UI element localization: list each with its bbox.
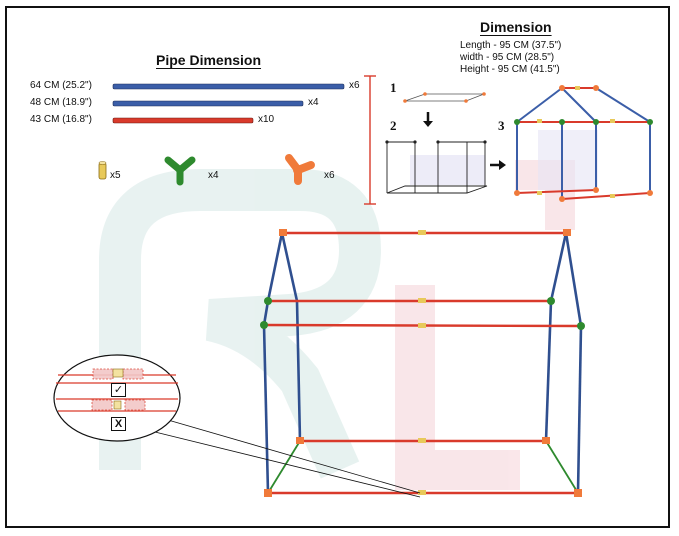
straight-connector-count: x5 bbox=[110, 170, 121, 181]
connector-detail-inset bbox=[53, 354, 181, 442]
height-bracket bbox=[364, 75, 376, 205]
orange-connector-count: x6 bbox=[324, 170, 335, 181]
right-arrow-icon bbox=[490, 160, 506, 170]
pipe-dimension-title: Pipe Dimension bbox=[156, 52, 262, 68]
step-2-wall-frame bbox=[385, 140, 488, 194]
dimension-length: Length - 95 CM (37.5") bbox=[460, 40, 562, 51]
pipe-bar-48cm bbox=[112, 100, 304, 107]
diagram-frame bbox=[5, 6, 670, 528]
dimension-title: Dimension bbox=[480, 19, 552, 35]
step-1-number: 1 bbox=[390, 80, 397, 95]
pipe-bar-43cm bbox=[112, 117, 254, 124]
pipe-label-43cm: 43 CM (16.8") bbox=[30, 114, 92, 125]
pipe-count-64cm: x6 bbox=[349, 80, 360, 91]
green-connector-count: x4 bbox=[208, 170, 219, 181]
correct-check-icon: ✓ bbox=[111, 383, 126, 397]
down-arrow-icon bbox=[423, 112, 433, 127]
pipe-label-64cm: 64 CM (25.2") bbox=[30, 80, 92, 91]
pipe-label-48cm: 48 CM (18.9") bbox=[30, 97, 92, 108]
step-3-number: 3 bbox=[498, 118, 505, 133]
pipe-count-43cm: x10 bbox=[258, 114, 275, 125]
dimension-height: Height - 95 CM (41.5") bbox=[460, 64, 560, 75]
green-three-way-connector-icon bbox=[164, 156, 196, 186]
pipe-bars bbox=[112, 83, 345, 124]
orange-three-way-connector-icon bbox=[285, 154, 315, 185]
pipe-bar-64cm bbox=[112, 83, 345, 90]
pipe-count-48cm: x4 bbox=[308, 97, 319, 108]
watermark-logo bbox=[99, 160, 575, 490]
zoom-callout-lines bbox=[154, 419, 421, 498]
straight-connector-icon bbox=[98, 161, 107, 180]
step-1-base-frame bbox=[403, 92, 486, 103]
wrong-x-icon: X bbox=[111, 417, 126, 431]
dimension-width: width - 95 CM (28.5") bbox=[460, 52, 555, 63]
step-2-number: 2 bbox=[390, 118, 397, 133]
step-3-assembled-tent bbox=[514, 85, 653, 202]
large-assembled-tent bbox=[260, 229, 585, 497]
